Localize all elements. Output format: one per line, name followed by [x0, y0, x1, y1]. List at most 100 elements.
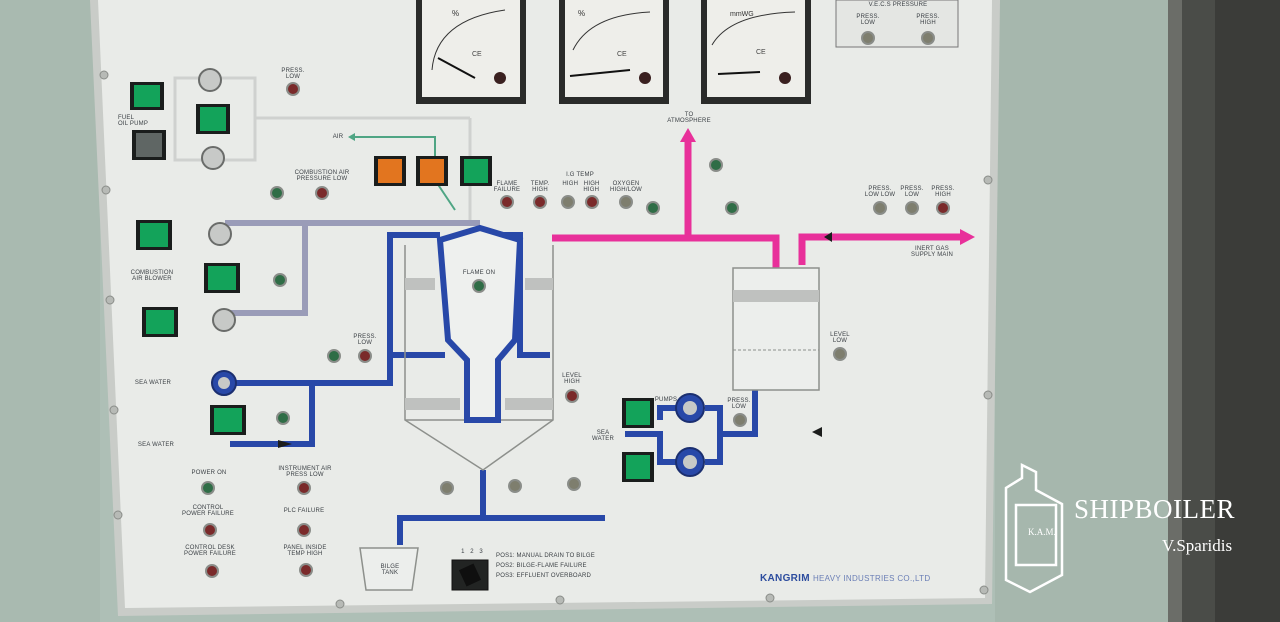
- lamp-drain-valve-3: [567, 477, 581, 491]
- gauge-face: [422, 0, 520, 97]
- lamp-drain-valve-2: [508, 479, 522, 493]
- label-ig-temp-high: HIGH HIGH HIGH: [562, 181, 600, 193]
- lamp-temp-high: [533, 195, 547, 209]
- pump-core: [683, 455, 697, 469]
- label-level-high: LEVEL HIGH: [562, 373, 582, 385]
- lamp-combustion-air: [315, 186, 329, 200]
- lamp-vecs-press-low: [861, 31, 875, 45]
- fuel-pump: [201, 146, 225, 170]
- screw: [99, 70, 109, 80]
- lamp-ig-temp-high-high: [585, 195, 599, 209]
- label-control-power-failure: CONTROL POWER FAILURE: [182, 505, 234, 517]
- fuel-pump-stop-lens[interactable]: [136, 133, 162, 157]
- lamp-vent-valve: [709, 158, 723, 172]
- lamp-valve-2: [725, 201, 739, 215]
- gauge-scale: [711, 11, 796, 46]
- lamp-panel-inside: [299, 563, 313, 577]
- label-vecs-pressure: V.E.C.S PRESSURE: [868, 2, 928, 8]
- push-buttons[interactable]: [130, 82, 654, 482]
- sea-water-pump-lens[interactable]: [214, 408, 242, 432]
- label-flame-on: FLAME ON: [462, 270, 496, 276]
- pump-core: [683, 401, 697, 415]
- label-air: AIR: [332, 134, 344, 140]
- check-valve: [812, 427, 822, 437]
- combustion-chamber: [436, 224, 524, 423]
- lamp-fuel-press-low: [286, 82, 300, 96]
- lamp-control-desk: [205, 564, 219, 578]
- bilge-selector-knob[interactable]: [458, 563, 482, 587]
- check-valve: [824, 232, 832, 242]
- label-instrument-air-press-low: INSTRUMENT AIR PRESS LOW: [278, 466, 332, 478]
- burner-lens-2[interactable]: [420, 159, 444, 183]
- gauge-scale: [431, 9, 506, 71]
- bilge-tank-shape: [359, 547, 419, 591]
- label-ig-press-low-low: PRESS. LOW LOW: [864, 186, 896, 198]
- gauge-mark: CE: [617, 51, 627, 58]
- gauge-unit: mmWG: [730, 11, 754, 18]
- gauge-needle: [717, 71, 761, 75]
- blower-2-lens[interactable]: [208, 266, 236, 290]
- packing: [405, 278, 435, 290]
- lamp-ig-press-low-low: [873, 201, 887, 215]
- lamp-scrubber-level-high: [565, 389, 579, 403]
- gauge-mark: CE: [756, 49, 766, 56]
- gauge-knob: [494, 72, 506, 84]
- watermark-author: V.Sparidis: [1162, 536, 1233, 555]
- lamp-instrument-air: [297, 481, 311, 495]
- label-pump-press-low: PRESS. LOW: [727, 398, 751, 410]
- water-line: [397, 515, 605, 545]
- lamp-sea-water-valve: [327, 349, 341, 363]
- wall-left: [0, 0, 100, 622]
- label-control-desk-power-failure: CONTROL DESK POWER FAILURE: [184, 545, 236, 557]
- label-pos1: POS1: MANUAL DRAIN TO BILGE: [496, 553, 595, 559]
- packing: [505, 398, 553, 410]
- deck-seal: [732, 267, 820, 391]
- screw: [113, 510, 123, 520]
- label-temp-high: TEMP. HIGH: [530, 181, 550, 193]
- cabinet-shade: [1215, 0, 1280, 622]
- gauge-needle: [569, 69, 631, 77]
- manufacturer-name: KANGRIM: [760, 573, 810, 584]
- gauge-3: [701, 0, 811, 104]
- label-switch-positions: 1 2 3: [461, 549, 483, 555]
- gauge-needle: [437, 57, 476, 79]
- gas-line: [798, 233, 962, 265]
- burner-lens-1[interactable]: [378, 159, 402, 183]
- screw: [983, 390, 993, 400]
- panel-face: [98, 0, 992, 608]
- indicator-lamps: [201, 31, 950, 578]
- label-ig-temp: I.G TEMP: [566, 172, 594, 178]
- gauge-mark: CE: [472, 51, 482, 58]
- water-line: [230, 383, 315, 447]
- label-oxygen: OXYGEN HIGH/LOW: [610, 181, 642, 193]
- packing: [525, 278, 553, 290]
- screw: [335, 599, 345, 609]
- burner-lens-3[interactable]: [464, 159, 488, 183]
- fuel-valve-lens[interactable]: [200, 107, 226, 131]
- gauge-knob: [779, 72, 791, 84]
- lamp-valve-1: [646, 201, 660, 215]
- label-sea-water-3: SEA WATER: [592, 430, 614, 442]
- label-vecs-press-low: PRESS. LOW: [856, 14, 880, 26]
- fuel-pump-start-lens[interactable]: [134, 85, 160, 107]
- lamp-ig-press-low: [905, 201, 919, 215]
- kam-logo: [1004, 462, 1064, 594]
- screw: [979, 585, 989, 595]
- label-pumps: PUMPS: [654, 397, 678, 403]
- lamp-plc-failure: [297, 523, 311, 537]
- logo-inner: [1014, 503, 1058, 567]
- lamp-ig-temp-high: [561, 195, 575, 209]
- lamp-ig-press-high: [936, 201, 950, 215]
- lamp-blower-2: [273, 273, 287, 287]
- scrubber-pump-2-lens[interactable]: [626, 455, 650, 479]
- scrubber-pump-1-lens[interactable]: [626, 401, 650, 425]
- screw: [105, 295, 115, 305]
- blower-1-lens[interactable]: [140, 223, 168, 247]
- blower-3-lens[interactable]: [146, 310, 174, 334]
- label-flame-failure: FLAME FAILURE: [493, 181, 521, 193]
- valves: [278, 232, 832, 448]
- label-ig-press-high: PRESS. HIGH: [931, 186, 955, 198]
- air-lines: [225, 220, 480, 316]
- lamp-flame-failure: [500, 195, 514, 209]
